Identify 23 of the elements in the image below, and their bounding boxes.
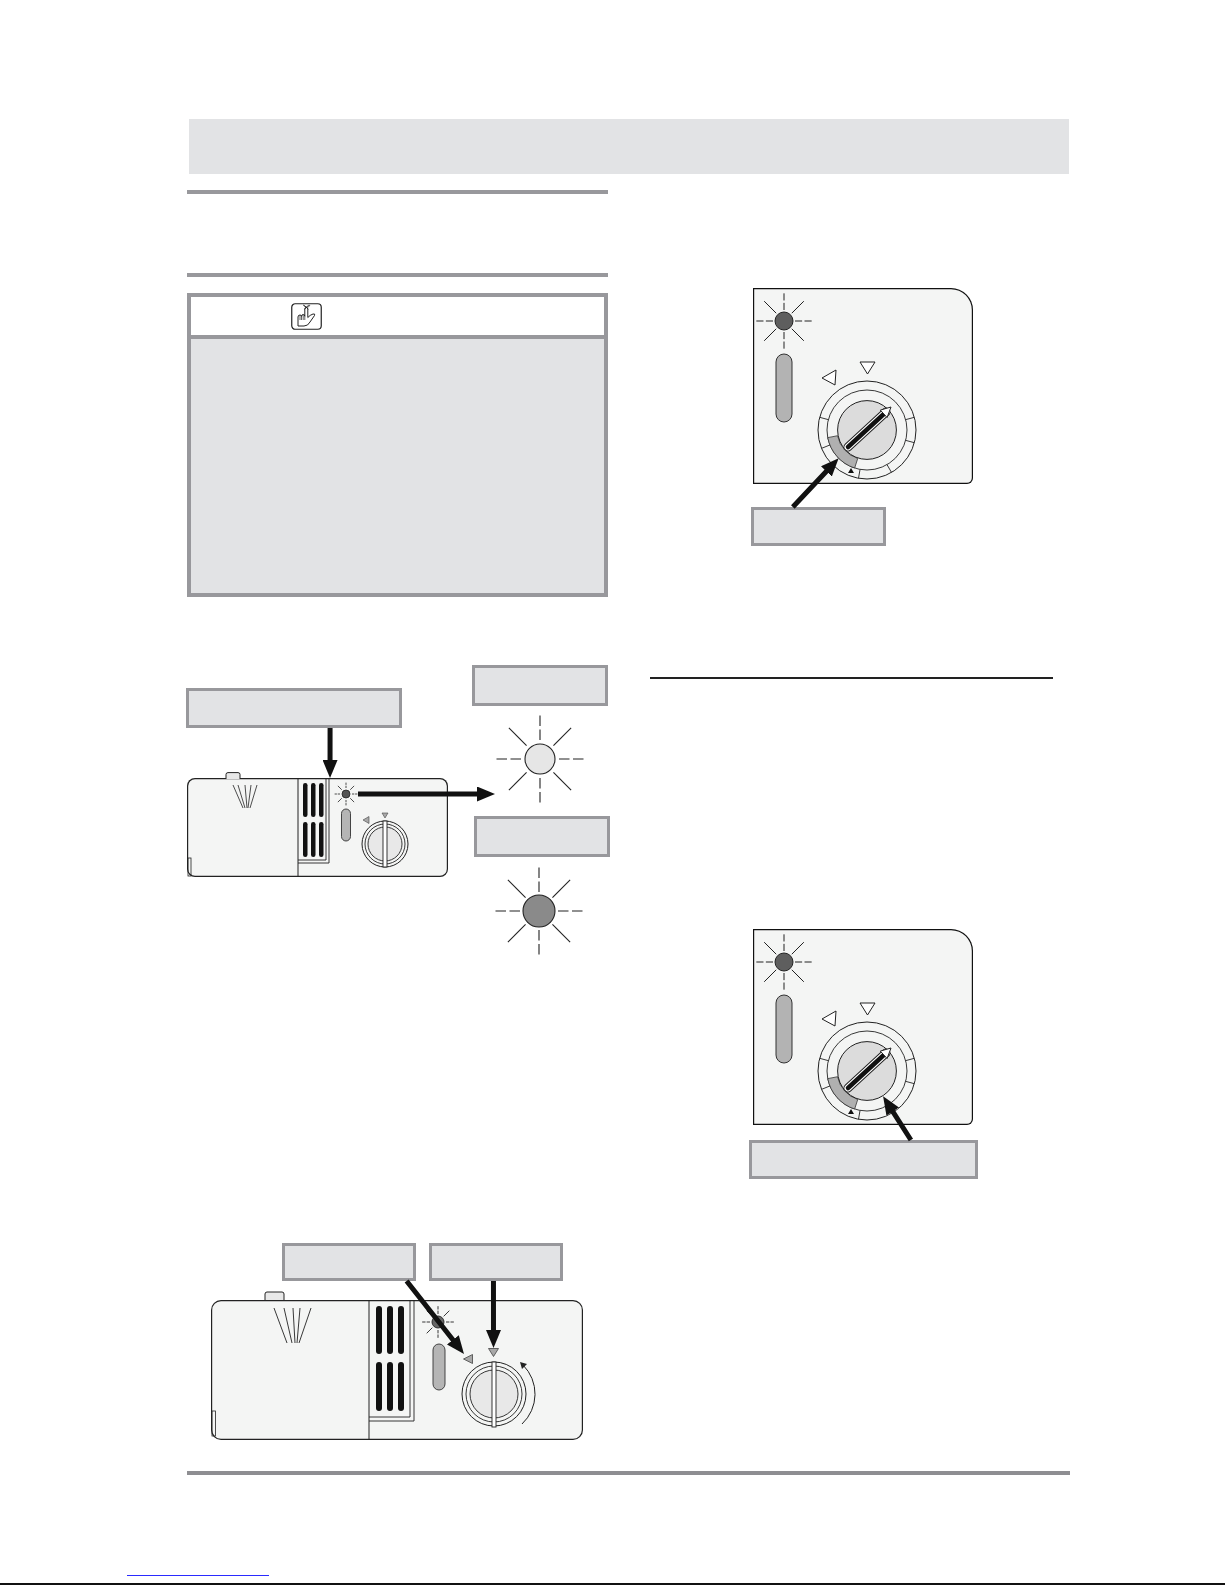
arrow: [322, 728, 338, 778]
dial-segment: [827, 435, 858, 469]
callout-box: [282, 1243, 416, 1281]
callout-box: [472, 665, 608, 706]
arrow: [486, 1281, 501, 1348]
arrow: [791, 456, 841, 509]
callout-box: [751, 507, 886, 546]
dial-knob: [837, 400, 897, 460]
callout-box: [749, 1140, 978, 1179]
triangle-marker-icon: [488, 1348, 499, 1357]
callout-box: [429, 1243, 563, 1281]
triangle-marker-icon: [463, 1354, 473, 1364]
indicator-light-icon: [495, 714, 585, 804]
callout-box: [474, 816, 610, 857]
arrow: [880, 1094, 913, 1142]
dial-panel: [753, 929, 973, 1125]
dial-knob: [837, 1041, 897, 1101]
indicator-light-icon: [494, 866, 584, 956]
indicator-light-icon: [334, 782, 358, 806]
callout-box: [186, 688, 402, 728]
arrow: [404, 1279, 466, 1356]
dial-panel: [753, 288, 973, 484]
arrow: [358, 786, 495, 802]
